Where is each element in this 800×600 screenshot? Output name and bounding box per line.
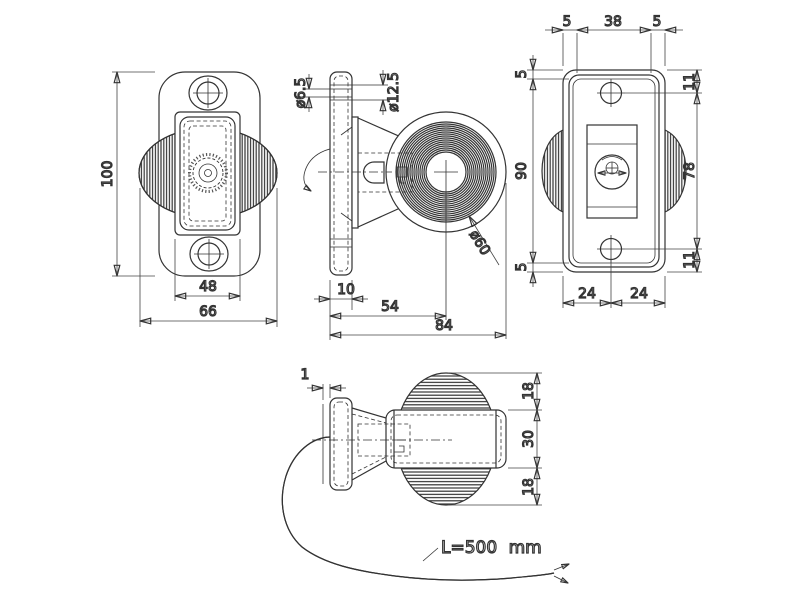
dim-mounted-gasket: 1 bbox=[301, 367, 310, 383]
dim-rear-bottom-left: 24 bbox=[578, 286, 596, 302]
rear-view: 5 38 5 5 90 5 11 78 11 bbox=[513, 13, 702, 308]
dim-rear-top-left: 5 bbox=[563, 14, 572, 30]
screw-top-rear bbox=[597, 79, 625, 107]
cable bbox=[281, 436, 569, 583]
rear-dimensions: 5 38 5 5 90 5 11 78 11 bbox=[513, 13, 702, 308]
lens-holder-front bbox=[174, 111, 241, 236]
dim-side-total-depth: 84 bbox=[435, 318, 453, 334]
dim-side-lens-diameter: ø60 bbox=[466, 227, 494, 258]
screw-top bbox=[188, 75, 228, 111]
dim-front-lens-width: 48 bbox=[199, 279, 217, 295]
dim-rear-right-center: 78 bbox=[682, 162, 698, 180]
mounted-side-view: 1 18 30 18 L=500 mm bbox=[281, 366, 569, 583]
dim-mounted-lower-lobe: 18 bbox=[521, 478, 537, 496]
mounting-plate-rear bbox=[562, 69, 666, 273]
dim-side-center-offset: 54 bbox=[381, 299, 399, 315]
mounted-dimensions: 1 18 30 18 bbox=[300, 366, 542, 505]
dim-front-height: 100 bbox=[100, 161, 116, 188]
front-view: 100 48 66 bbox=[99, 72, 277, 327]
dim-rear-left-bottom: 5 bbox=[514, 263, 530, 272]
rubber-bump-right bbox=[664, 129, 687, 213]
lamp-body-top bbox=[385, 409, 507, 469]
dim-rear-bottom-right: 24 bbox=[630, 286, 648, 302]
side-view: ø6.5 ø12.5 10 54 84 ø60 bbox=[292, 70, 506, 340]
front-dimensions: 100 48 66 bbox=[99, 72, 277, 327]
lens-holder-side bbox=[351, 116, 359, 229]
screw-bottom bbox=[189, 236, 229, 272]
dim-rear-top-right: 5 bbox=[653, 14, 662, 30]
dim-side-hole: ø6.5 bbox=[293, 78, 309, 109]
bulb-side bbox=[362, 161, 385, 184]
dim-rear-right-top: 11 bbox=[682, 73, 698, 91]
dim-rear-top-center: 38 bbox=[604, 14, 622, 30]
dim-front-body-width: 66 bbox=[199, 304, 217, 320]
mounting-plate-top bbox=[329, 397, 353, 491]
rubber-bump-left bbox=[541, 129, 564, 213]
dim-side-plate-thickness: 10 bbox=[337, 282, 355, 298]
dim-rear-right-bottom: 11 bbox=[682, 251, 698, 269]
dim-rear-left-top: 5 bbox=[514, 70, 530, 79]
bulb-rear bbox=[594, 154, 630, 190]
dim-side-counterbore: ø12.5 bbox=[386, 72, 402, 112]
cable-length-label: L=500 mm bbox=[441, 538, 542, 558]
mounting-plate-side bbox=[329, 71, 353, 276]
cable-label-leader bbox=[422, 547, 439, 562]
bulb-socket-hidden bbox=[357, 152, 413, 193]
bulb-cap-front bbox=[188, 153, 228, 193]
lens-window-rear bbox=[586, 124, 638, 219]
dim-rear-left-center: 90 bbox=[514, 162, 530, 180]
dim-mounted-upper-lobe: 18 bbox=[521, 382, 537, 400]
dim-mounted-body: 30 bbox=[521, 430, 537, 448]
